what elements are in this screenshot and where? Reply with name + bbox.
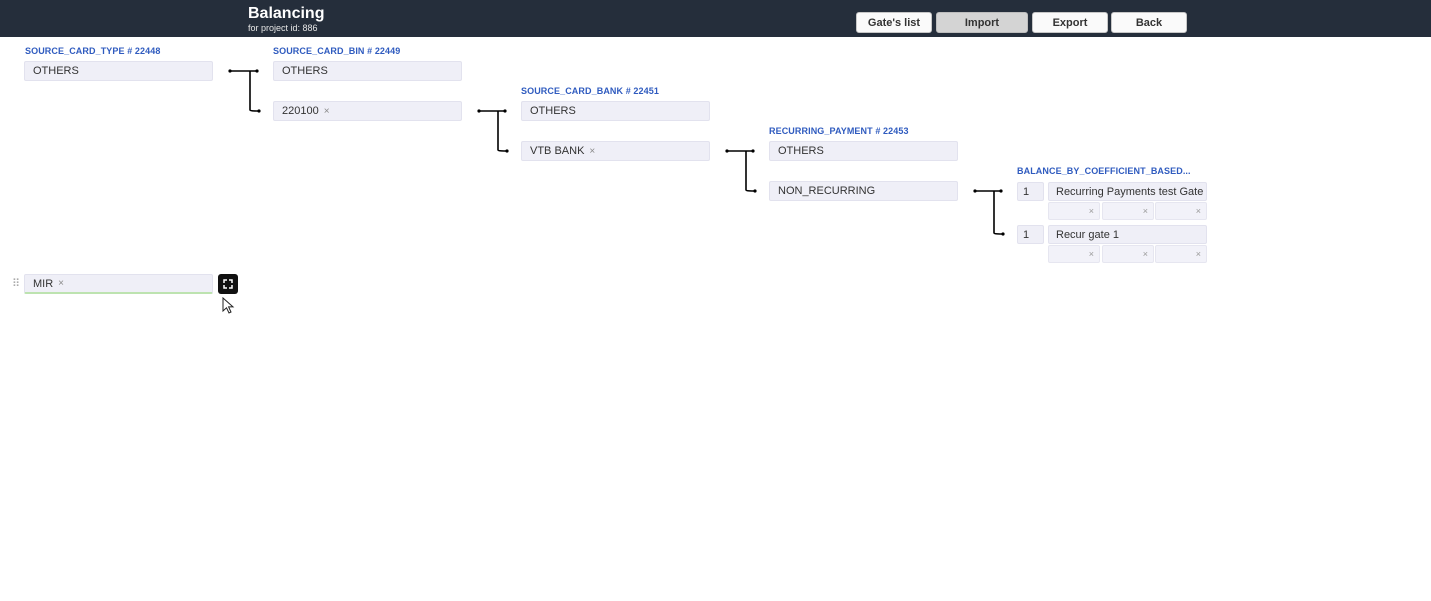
mouse-pointer-icon bbox=[222, 297, 235, 314]
node-card-type-mir[interactable]: MIR × bbox=[24, 274, 213, 294]
node-card-type-others[interactable]: OTHERS bbox=[24, 61, 213, 81]
node-value: MIR bbox=[33, 277, 54, 290]
node-recurring-others[interactable]: OTHERS bbox=[769, 141, 958, 161]
gate-sub-field[interactable]: × bbox=[1048, 202, 1100, 220]
gate-sub-field[interactable]: × bbox=[1155, 202, 1207, 220]
node-value: VTB BANK bbox=[530, 145, 585, 157]
node-bank-others[interactable]: OTHERS bbox=[521, 101, 710, 121]
gate-name-field[interactable]: Recur gate 1 bbox=[1048, 225, 1207, 244]
column-label-recurring-payment: RECURRING_PAYMENT # 22453 bbox=[769, 126, 909, 136]
import-button[interactable]: Import bbox=[936, 12, 1028, 33]
gates-list-button[interactable]: Gate's list bbox=[856, 12, 932, 33]
node-card-bin-others[interactable]: OTHERS bbox=[273, 61, 462, 81]
page-subtitle: for project id: 886 bbox=[248, 23, 318, 33]
gate-sub-field[interactable]: × bbox=[1102, 202, 1154, 220]
clear-icon[interactable]: × bbox=[1088, 206, 1094, 216]
column-label-source-card-type: SOURCE_CARD_TYPE # 22448 bbox=[25, 46, 161, 56]
export-button[interactable]: Export bbox=[1032, 12, 1108, 33]
clear-icon[interactable]: × bbox=[1195, 206, 1201, 216]
top-bar: Balancing for project id: 886 Gate's lis… bbox=[0, 0, 1431, 37]
remove-tag-icon[interactable]: × bbox=[323, 105, 330, 117]
gate-sub-field[interactable]: × bbox=[1155, 245, 1207, 263]
clear-icon[interactable]: × bbox=[1195, 249, 1201, 259]
gate-name-field[interactable]: Recurring Payments test Gate bbox=[1048, 182, 1207, 201]
gate-coefficient-input[interactable]: 1 bbox=[1017, 182, 1044, 201]
clear-icon[interactable]: × bbox=[1088, 249, 1094, 259]
node-value: OTHERS bbox=[778, 145, 824, 157]
clear-icon[interactable]: × bbox=[1142, 249, 1148, 259]
back-button[interactable]: Back bbox=[1111, 12, 1187, 33]
expand-icon bbox=[223, 279, 233, 289]
page-title: Balancing bbox=[248, 5, 325, 22]
node-value: OTHERS bbox=[282, 65, 328, 77]
drag-handle-icon[interactable]: ⠿ bbox=[12, 278, 20, 290]
gate-sub-field[interactable]: × bbox=[1102, 245, 1154, 263]
column-label-source-card-bin: SOURCE_CARD_BIN # 22449 bbox=[273, 46, 401, 56]
gate-sub-field[interactable]: × bbox=[1048, 245, 1100, 263]
node-value: 220100 bbox=[282, 105, 319, 117]
node-value: OTHERS bbox=[530, 105, 576, 117]
node-value: NON_RECURRING bbox=[778, 185, 876, 197]
column-label-source-card-bank: SOURCE_CARD_BANK # 22451 bbox=[521, 86, 659, 96]
node-recurring-non-recurring[interactable]: NON_RECURRING bbox=[769, 181, 958, 201]
remove-tag-icon[interactable]: × bbox=[589, 145, 596, 157]
expand-button[interactable] bbox=[218, 274, 238, 294]
node-value: OTHERS bbox=[33, 65, 79, 77]
remove-tag-icon[interactable]: × bbox=[58, 278, 65, 289]
column-label-balance-by-coefficient: BALANCE_BY_COEFFICIENT_BASED... bbox=[1017, 166, 1191, 176]
gate-coefficient-input[interactable]: 1 bbox=[1017, 225, 1044, 244]
clear-icon[interactable]: × bbox=[1142, 206, 1148, 216]
node-bank-vtb[interactable]: VTB BANK × bbox=[521, 141, 710, 161]
node-card-bin-220100[interactable]: 220100 × bbox=[273, 101, 462, 121]
